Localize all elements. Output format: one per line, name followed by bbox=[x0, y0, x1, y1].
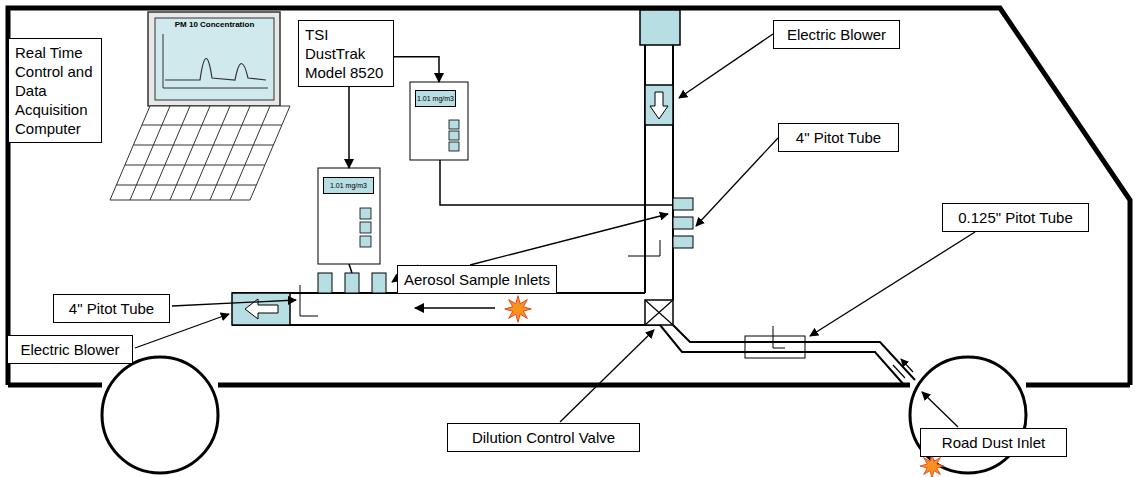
screen-title: PM 10 Concentration bbox=[157, 20, 272, 30]
display-reading: 1.01 mg/m3 bbox=[415, 90, 456, 107]
dusttrak-monitor: 1.01 mg/m3 bbox=[318, 168, 380, 264]
label-box: 0.125" Pitot Tube bbox=[942, 203, 1089, 232]
label-box: Electric Blower bbox=[7, 335, 133, 364]
label-text: 4" Pitot Tube bbox=[60, 299, 163, 318]
label-text: Dilution Control Valve bbox=[454, 428, 633, 447]
label-box: Road Dust Inlet bbox=[920, 428, 1067, 457]
label-text: Road Dust Inlet bbox=[927, 433, 1060, 452]
label-box: Dilution Control Valve bbox=[447, 423, 640, 452]
label-box: Aerosol Sample Inlets bbox=[397, 265, 557, 294]
label-text: Aerosol Sample Inlets bbox=[404, 270, 550, 289]
pointer-arrow bbox=[348, 87, 350, 168]
label-text: Real Time Control and Data Acquisition C… bbox=[15, 43, 95, 138]
label-box: TSI DustTrak Model 8520 bbox=[298, 20, 394, 87]
pointer-arrow bbox=[394, 57, 439, 82]
label-text: 4" Pitot Tube bbox=[785, 128, 892, 147]
label-text: TSI DustTrak Model 8520 bbox=[305, 25, 387, 82]
display-reading: 1.01 mg/m3 bbox=[323, 177, 374, 194]
label-box: Real Time Control and Data Acquisition C… bbox=[8, 38, 102, 143]
laptop-screen: PM 10 Concentration bbox=[155, 18, 274, 48]
label-text: Electric Blower bbox=[14, 340, 126, 359]
label-box: Electric Blower bbox=[773, 20, 900, 49]
label-text: 0.125" Pitot Tube bbox=[949, 208, 1082, 227]
dusttrak-monitor: 1.01 mg/m3 bbox=[410, 82, 468, 160]
label-box: 4" Pitot Tube bbox=[778, 123, 899, 152]
label-box: 4" Pitot Tube bbox=[53, 294, 170, 323]
label-text: Electric Blower bbox=[780, 25, 893, 44]
